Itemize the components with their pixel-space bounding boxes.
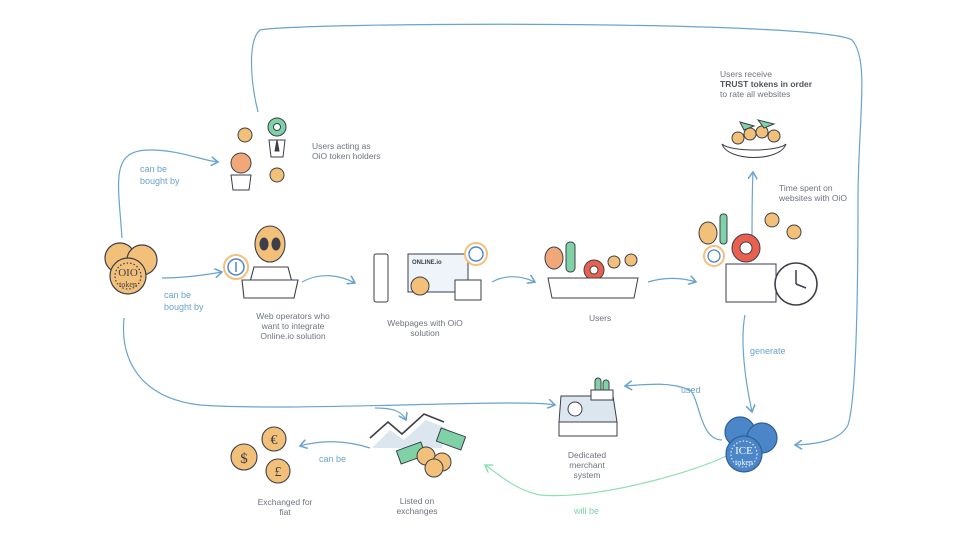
oio-merchant-arrow xyxy=(122,317,555,407)
exchanges-illustration xyxy=(369,413,467,478)
trust-label-line1: Users receive xyxy=(720,69,772,79)
users-rating-arrow xyxy=(647,278,696,282)
exchanges-label: Listed on exchanges xyxy=(396,496,438,516)
users-label: Users xyxy=(589,313,612,323)
merchant-label: Dedicated merchant system xyxy=(567,450,607,480)
trust-label: Users receive TRUST tokens in order to r… xyxy=(720,69,830,99)
bought-top-arrow xyxy=(117,149,218,239)
can-be-label: can be xyxy=(319,454,347,464)
generate-arrow xyxy=(742,314,752,412)
operators-webpages-arrow xyxy=(301,275,355,283)
oio-coin-token-text: token xyxy=(119,280,137,289)
generate-label: generate xyxy=(750,346,786,356)
trust-label-bold: TRUST tokens in order xyxy=(720,79,813,89)
webpages-users-arrow xyxy=(491,277,535,282)
fiat-label: Exchanged for fiat xyxy=(257,497,313,517)
will-be-arrow xyxy=(485,454,729,497)
euro-icon: € xyxy=(271,433,278,448)
bought-mid-arrow xyxy=(161,272,222,279)
loop-arrow xyxy=(250,23,863,445)
webpages-screen-text: ONLINE.io xyxy=(412,260,442,266)
rating-time-illustration xyxy=(698,212,818,306)
can-be-arrow xyxy=(300,442,371,448)
webpages-label: Webpages with OiO solution xyxy=(387,318,463,338)
will-be-label: will be xyxy=(574,506,600,516)
ice-coin-text: ICE xyxy=(735,445,753,457)
pound-icon: £ xyxy=(275,465,282,480)
web-operators-illustration xyxy=(223,225,299,299)
used-arrow xyxy=(625,384,723,441)
time-spent-label: Time spent on websites with OiO xyxy=(779,183,848,203)
oio-exchange-arrow xyxy=(374,407,406,420)
dollar-icon: $ xyxy=(240,451,248,467)
web-operators-label: Web operators who want to integrate Onli… xyxy=(256,311,330,341)
oio-coin-text: OIO xyxy=(118,267,138,279)
oio-coins-illustration: OIO token xyxy=(104,242,158,295)
cash-register-illustration xyxy=(558,377,618,437)
webpages-illustration: ONLINE.io xyxy=(373,242,488,303)
fiat-coins-illustration: € $ £ xyxy=(230,426,291,484)
ice-coins-illustration: ICE token xyxy=(724,416,778,473)
bought-mid-label: can be bought by xyxy=(164,290,204,312)
used-label: used xyxy=(681,385,701,395)
trust-tokens-illustration xyxy=(721,119,787,158)
token-holders-label: Users acting as OiO token holders xyxy=(312,141,381,161)
ice-coin-token-text: token xyxy=(735,458,753,467)
bought-top-label: can be bought by xyxy=(140,164,180,186)
trust-label-line3: to rate all websites xyxy=(720,89,791,99)
token-holders-illustration xyxy=(230,117,287,191)
users-illustration xyxy=(544,241,639,299)
